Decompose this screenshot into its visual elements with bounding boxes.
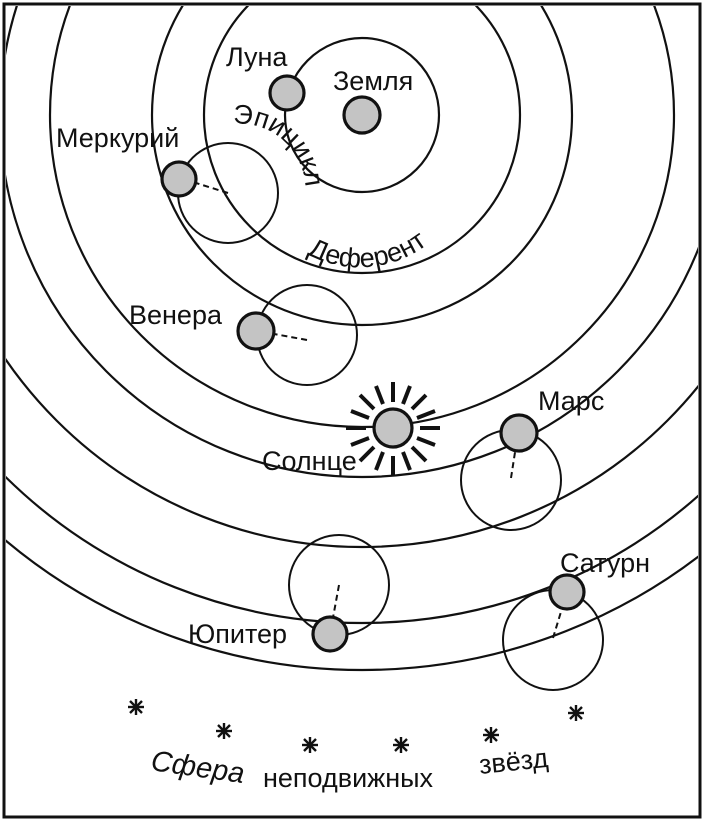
earth-label: Земля (333, 66, 413, 96)
sphere-label-word1: Сфера (149, 745, 246, 790)
moon-orbit (283, 36, 441, 194)
star-5 (483, 727, 499, 743)
jupiter-orbit (6, 357, 698, 548)
saturn-epicycle (502, 589, 604, 691)
star-1 (128, 699, 144, 715)
deferent-label: Деферент (304, 225, 431, 274)
venus-orbit (150, 6, 574, 327)
fixed-stars-sphere (6, 539, 698, 671)
mercury-label: Меркурий (56, 123, 179, 153)
venus-body (236, 311, 276, 351)
mercury-deferent (202, 6, 522, 275)
star-3 (302, 737, 318, 753)
fixed-stars (128, 699, 584, 753)
saturn-orbit (6, 475, 698, 624)
sun-orbit (48, 6, 676, 429)
venus-label: Венера (129, 300, 223, 330)
earth-body (342, 95, 382, 135)
saturn-body (548, 573, 586, 611)
sphere-label-word3: звёзд (477, 743, 549, 780)
sun-label: Солнце (262, 446, 357, 476)
mars-orbit (6, 6, 698, 478)
saturn-label: Сатурн (560, 548, 650, 578)
star-4 (393, 737, 409, 753)
mars-body (499, 413, 539, 453)
epicycle-label: Эпицикл (233, 99, 330, 188)
mars-label: Марс (538, 386, 604, 416)
sun-rays (346, 382, 440, 476)
star-6 (568, 705, 584, 721)
moon-body (268, 74, 306, 112)
sun-body (372, 407, 414, 449)
moon-label: Луна (226, 42, 288, 72)
sphere-label-word2: неподвижных (263, 763, 434, 793)
star-2 (216, 723, 232, 739)
mars-radius (510, 432, 519, 479)
jupiter-label: Юпитер (188, 619, 287, 649)
jupiter-body (311, 615, 349, 653)
mercury-body (160, 160, 198, 198)
